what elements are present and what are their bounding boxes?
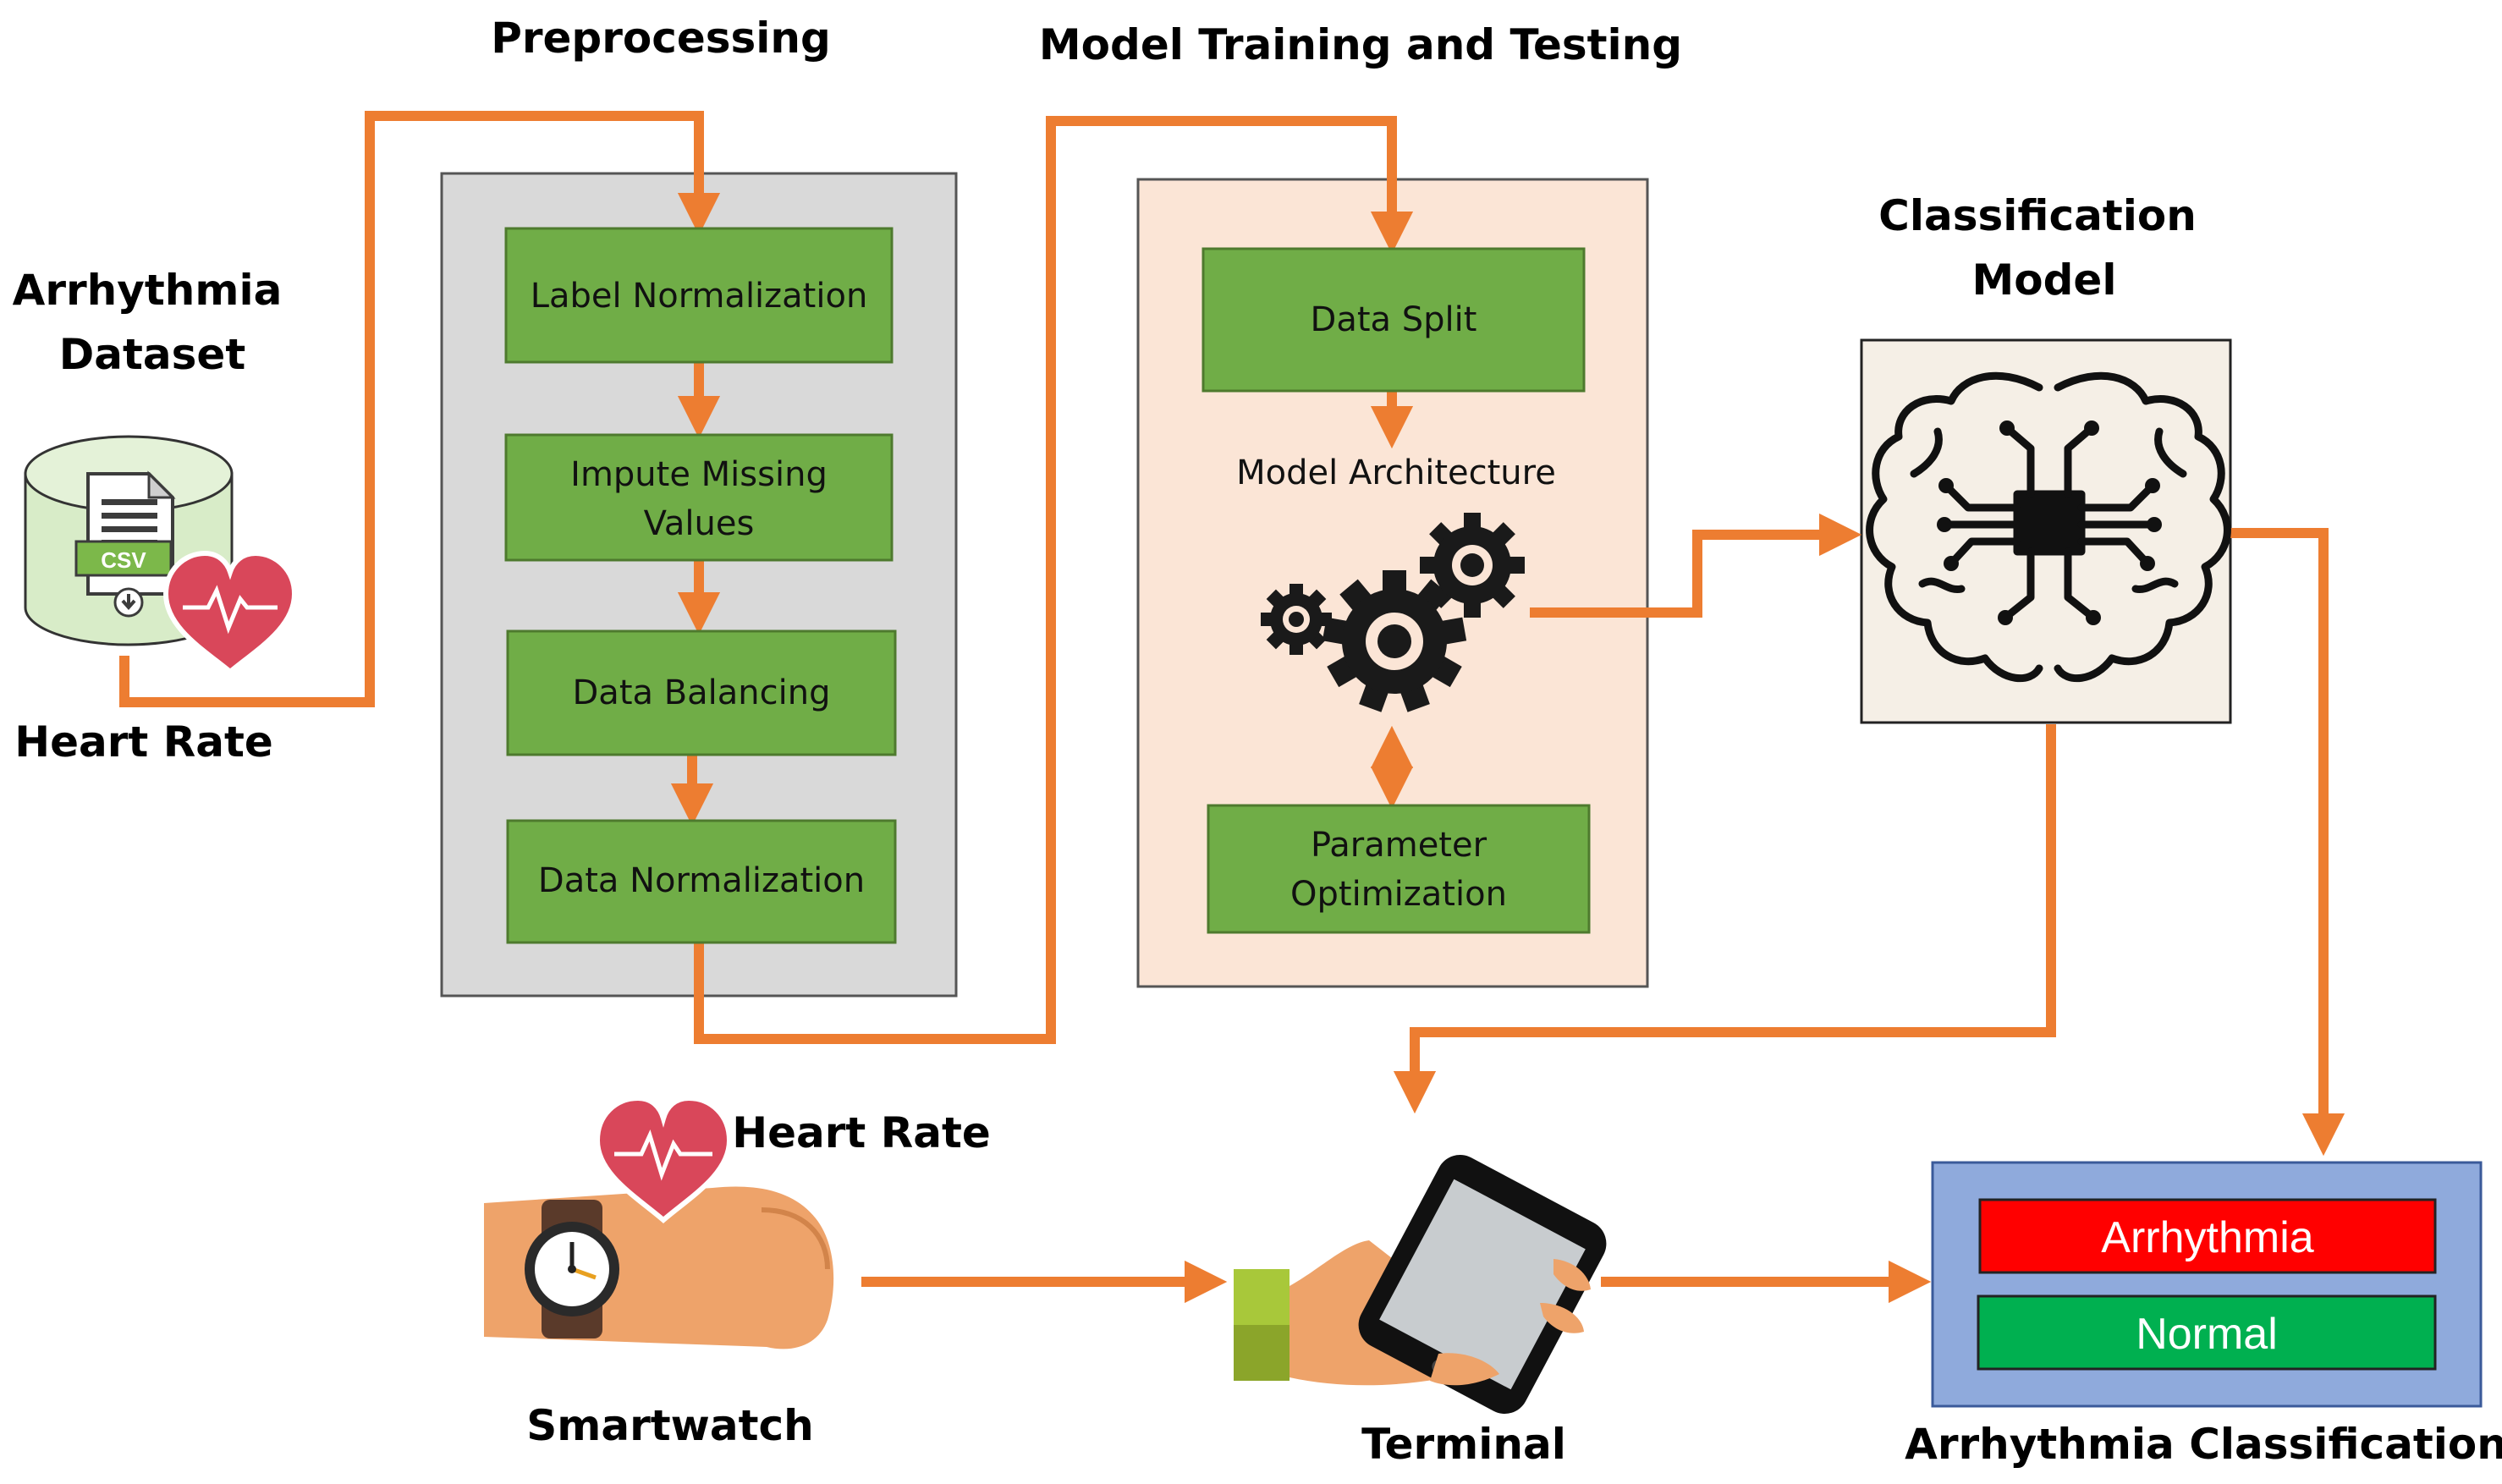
- parameter-optimization-label-line1: Parameter: [1311, 826, 1487, 865]
- normal-result-bar: Normal: [1977, 1294, 2437, 1371]
- preprocessing-step-2-label-line1: Impute Missing: [570, 455, 828, 494]
- preprocessing-step-4-label: Data Normalization: [538, 861, 865, 900]
- heart-icon-watch: [594, 1095, 733, 1223]
- preprocessing-step-2: Impute Missing Values: [504, 433, 894, 562]
- preprocessing-step-1-label: Label Normalization: [531, 277, 868, 316]
- data-split-box: Data Split: [1202, 247, 1586, 393]
- arrhythmia-classification-label: Arrhythmia Classification: [1905, 1420, 2502, 1469]
- smartwatch-wrist-icon: [484, 1186, 834, 1349]
- large-gear-icon: [1322, 570, 1467, 712]
- heart-rate-dataset-label: Heart Rate: [14, 717, 273, 767]
- brain-circuit-icon: [1866, 371, 2231, 683]
- arrhythmia-result-label: Arrhythmia: [2101, 1213, 2313, 1262]
- smartwatch-label: Smartwatch: [526, 1401, 813, 1450]
- parameter-optimization-box: Parameter Optimization: [1207, 804, 1591, 934]
- normal-result-label: Normal: [2136, 1310, 2278, 1359]
- preprocessing-step-2-label-line2: Values: [644, 504, 755, 543]
- smartphone-hand-icon: [1234, 1154, 1607, 1415]
- dataset-title-line2: Dataset: [59, 330, 245, 379]
- arrow-dataset-to-preprocessing: [119, 111, 721, 707]
- classification-model-title-line2: Model: [1972, 256, 2117, 305]
- preprocessing-title: Preprocessing: [491, 14, 831, 63]
- preprocessing-step-3: Data Balancing: [506, 629, 897, 756]
- phone-screen: [1379, 1179, 1586, 1390]
- flow-arrows: [119, 111, 2345, 1304]
- model-training-title: Model Training and Testing: [1039, 20, 1682, 69]
- classification-model-title-line1: Classification: [1878, 191, 2197, 240]
- arrhythmia-result-bar: Arrhythmia: [1978, 1198, 2437, 1274]
- dataset-title-line1: Arrhythmia: [13, 266, 283, 315]
- csv-file-icon: CSV: [74, 470, 176, 618]
- csv-file-label: CSV: [101, 547, 146, 573]
- arrow-classifier-to-result: [2230, 528, 2345, 1157]
- small-gear-right-icon: [1420, 513, 1525, 618]
- model-architecture-label: Model Architecture: [1236, 453, 1556, 492]
- parameter-optimization-label-line2: Optimization: [1290, 875, 1507, 914]
- arrow-preprocessing-to-training: [694, 116, 1414, 1044]
- terminal-label: Terminal: [1361, 1420, 1566, 1469]
- preprocessing-step-3-label: Data Balancing: [573, 673, 831, 712]
- heart-icon-dataset: [162, 550, 298, 675]
- preprocessing-step-1: Label Normalization: [504, 227, 894, 364]
- preprocessing-step-4: Data Normalization: [506, 819, 897, 944]
- brain-node-dots: [1937, 420, 2162, 625]
- heart-rate-watch-label: Heart Rate: [732, 1108, 991, 1157]
- data-split-label: Data Split: [1311, 300, 1477, 339]
- arrow-architecture-to-classifier: [1530, 513, 1862, 618]
- small-gear-left-icon: [1261, 584, 1332, 655]
- arrow-classifier-to-terminal: [1393, 724, 2056, 1114]
